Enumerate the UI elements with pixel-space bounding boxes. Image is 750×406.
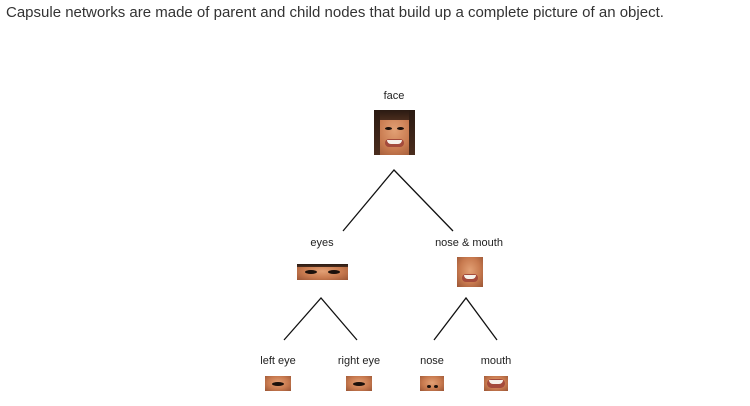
eyes-branch-lines <box>283 297 358 341</box>
node-label-right-eye: right eye <box>337 355 381 367</box>
right-eye-image <box>346 376 372 391</box>
eyes-image <box>297 264 348 280</box>
node-label-mouth: mouth <box>480 355 512 367</box>
nose-mouth-image <box>457 257 483 287</box>
node-label-nose-mouth: nose & mouth <box>435 237 503 249</box>
nose-image <box>420 376 444 391</box>
face-branch-lines <box>342 169 454 232</box>
face-image <box>374 110 415 155</box>
left-eye-image <box>265 376 291 391</box>
node-label-nose: nose <box>420 355 444 367</box>
mouth-image <box>484 376 508 391</box>
nose-mouth-branch-lines <box>433 296 498 341</box>
node-label-left-eye: left eye <box>260 355 296 367</box>
caption: Capsule networks are made of parent and … <box>6 4 664 21</box>
node-label-eyes: eyes <box>310 237 334 249</box>
node-label-face: face <box>383 90 405 102</box>
